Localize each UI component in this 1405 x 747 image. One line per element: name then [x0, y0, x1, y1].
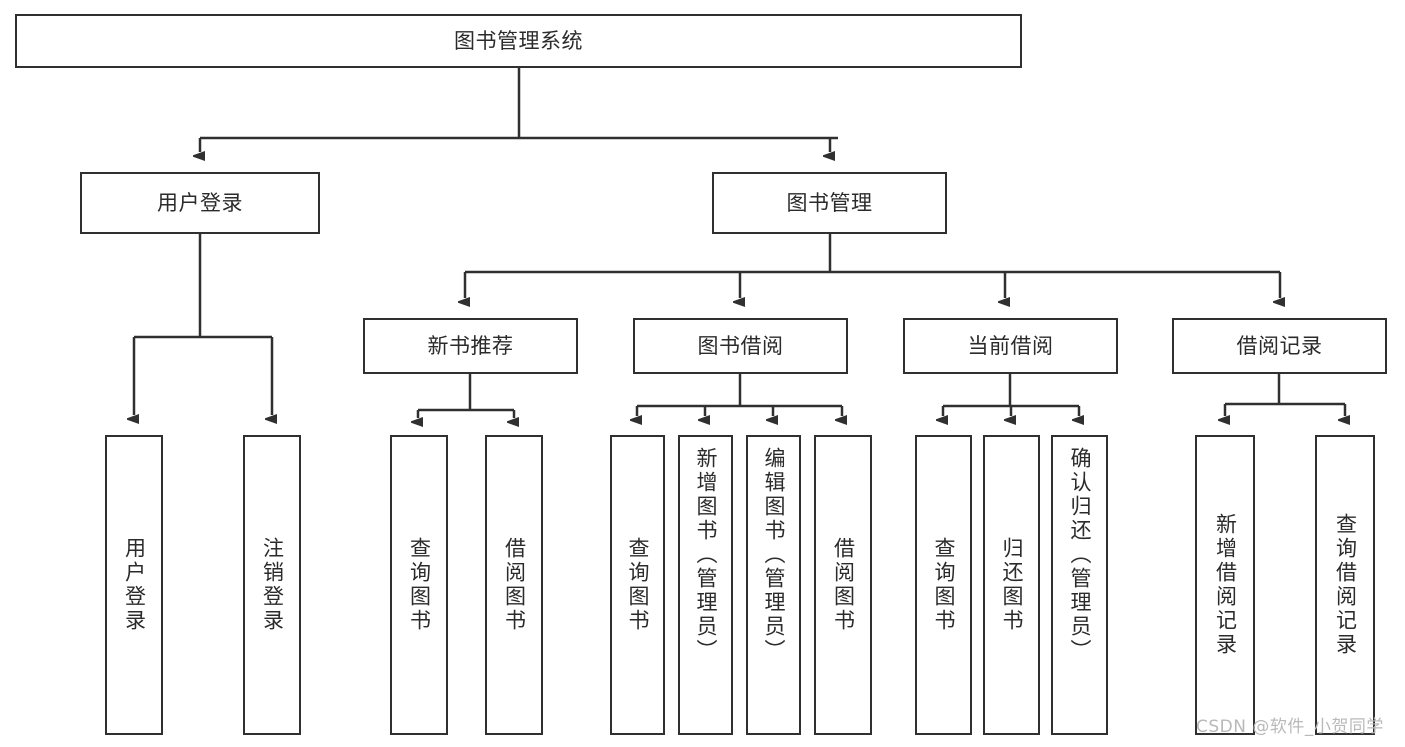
leaf-edit-book[interactable]: 编辑图书（管理员）	[746, 435, 801, 735]
leaf-user-login[interactable]: 用户登录	[105, 435, 163, 735]
node-new-book-recommend-label: 新书推荐	[427, 333, 514, 358]
leaf-borrow-book-recommend-label: 借阅图书	[502, 537, 527, 633]
leaf-query-book-borrow-label: 查询图书	[626, 537, 650, 633]
node-root[interactable]: 图书管理系统	[15, 14, 1022, 68]
leaf-query-book-borrow[interactable]: 查询图书	[610, 435, 665, 735]
node-book-borrow[interactable]: 图书借阅	[633, 318, 848, 374]
node-book-borrow-label: 图书借阅	[697, 333, 784, 358]
leaf-query-book-recommend-label: 查询图书	[407, 537, 432, 633]
leaf-confirm-return-label: 确认归还（管理员）	[1068, 447, 1092, 663]
node-root-label: 图书管理系统	[454, 28, 583, 53]
leaf-return-book[interactable]: 归还图书	[983, 435, 1040, 735]
leaf-query-book-recommend[interactable]: 查询图书	[390, 435, 448, 735]
node-current-borrow-label: 当前借阅	[967, 333, 1054, 358]
leaf-add-borrow-record-label: 新增借阅记录	[1213, 513, 1238, 657]
leaf-confirm-return[interactable]: 确认归还（管理员）	[1051, 435, 1108, 735]
node-book-manage-label: 图书管理	[786, 190, 873, 215]
leaf-logout[interactable]: 注销登录	[243, 435, 301, 735]
watermark: CSDN @软件_小贺同学	[1196, 717, 1384, 737]
node-borrow-record[interactable]: 借阅记录	[1172, 318, 1387, 374]
leaf-add-book[interactable]: 新增图书（管理员）	[678, 435, 733, 735]
leaf-query-book-current[interactable]: 查询图书	[915, 435, 972, 735]
leaf-query-borrow-record[interactable]: 查询借阅记录	[1315, 435, 1375, 735]
leaf-add-book-label: 新增图书（管理员）	[694, 447, 718, 663]
leaf-borrow-book-recommend[interactable]: 借阅图书	[485, 435, 543, 735]
node-user-login[interactable]: 用户登录	[80, 172, 320, 234]
leaf-edit-book-label: 编辑图书（管理员）	[762, 447, 786, 663]
leaf-query-book-current-label: 查询图书	[932, 537, 956, 633]
node-user-login-label: 用户登录	[157, 190, 243, 215]
node-new-book-recommend[interactable]: 新书推荐	[363, 318, 578, 374]
node-current-borrow[interactable]: 当前借阅	[903, 318, 1118, 374]
node-borrow-record-label: 借阅记录	[1236, 333, 1323, 358]
leaf-logout-label: 注销登录	[260, 537, 285, 633]
leaf-query-borrow-record-label: 查询借阅记录	[1333, 513, 1358, 657]
leaf-add-borrow-record[interactable]: 新增借阅记录	[1195, 435, 1255, 735]
leaf-borrow-book[interactable]: 借阅图书	[814, 435, 872, 735]
leaf-return-book-label: 归还图书	[1000, 537, 1024, 633]
leaf-borrow-book-label: 借阅图书	[831, 537, 856, 633]
node-book-manage[interactable]: 图书管理	[712, 172, 947, 234]
leaf-user-login-label: 用户登录	[122, 537, 147, 633]
